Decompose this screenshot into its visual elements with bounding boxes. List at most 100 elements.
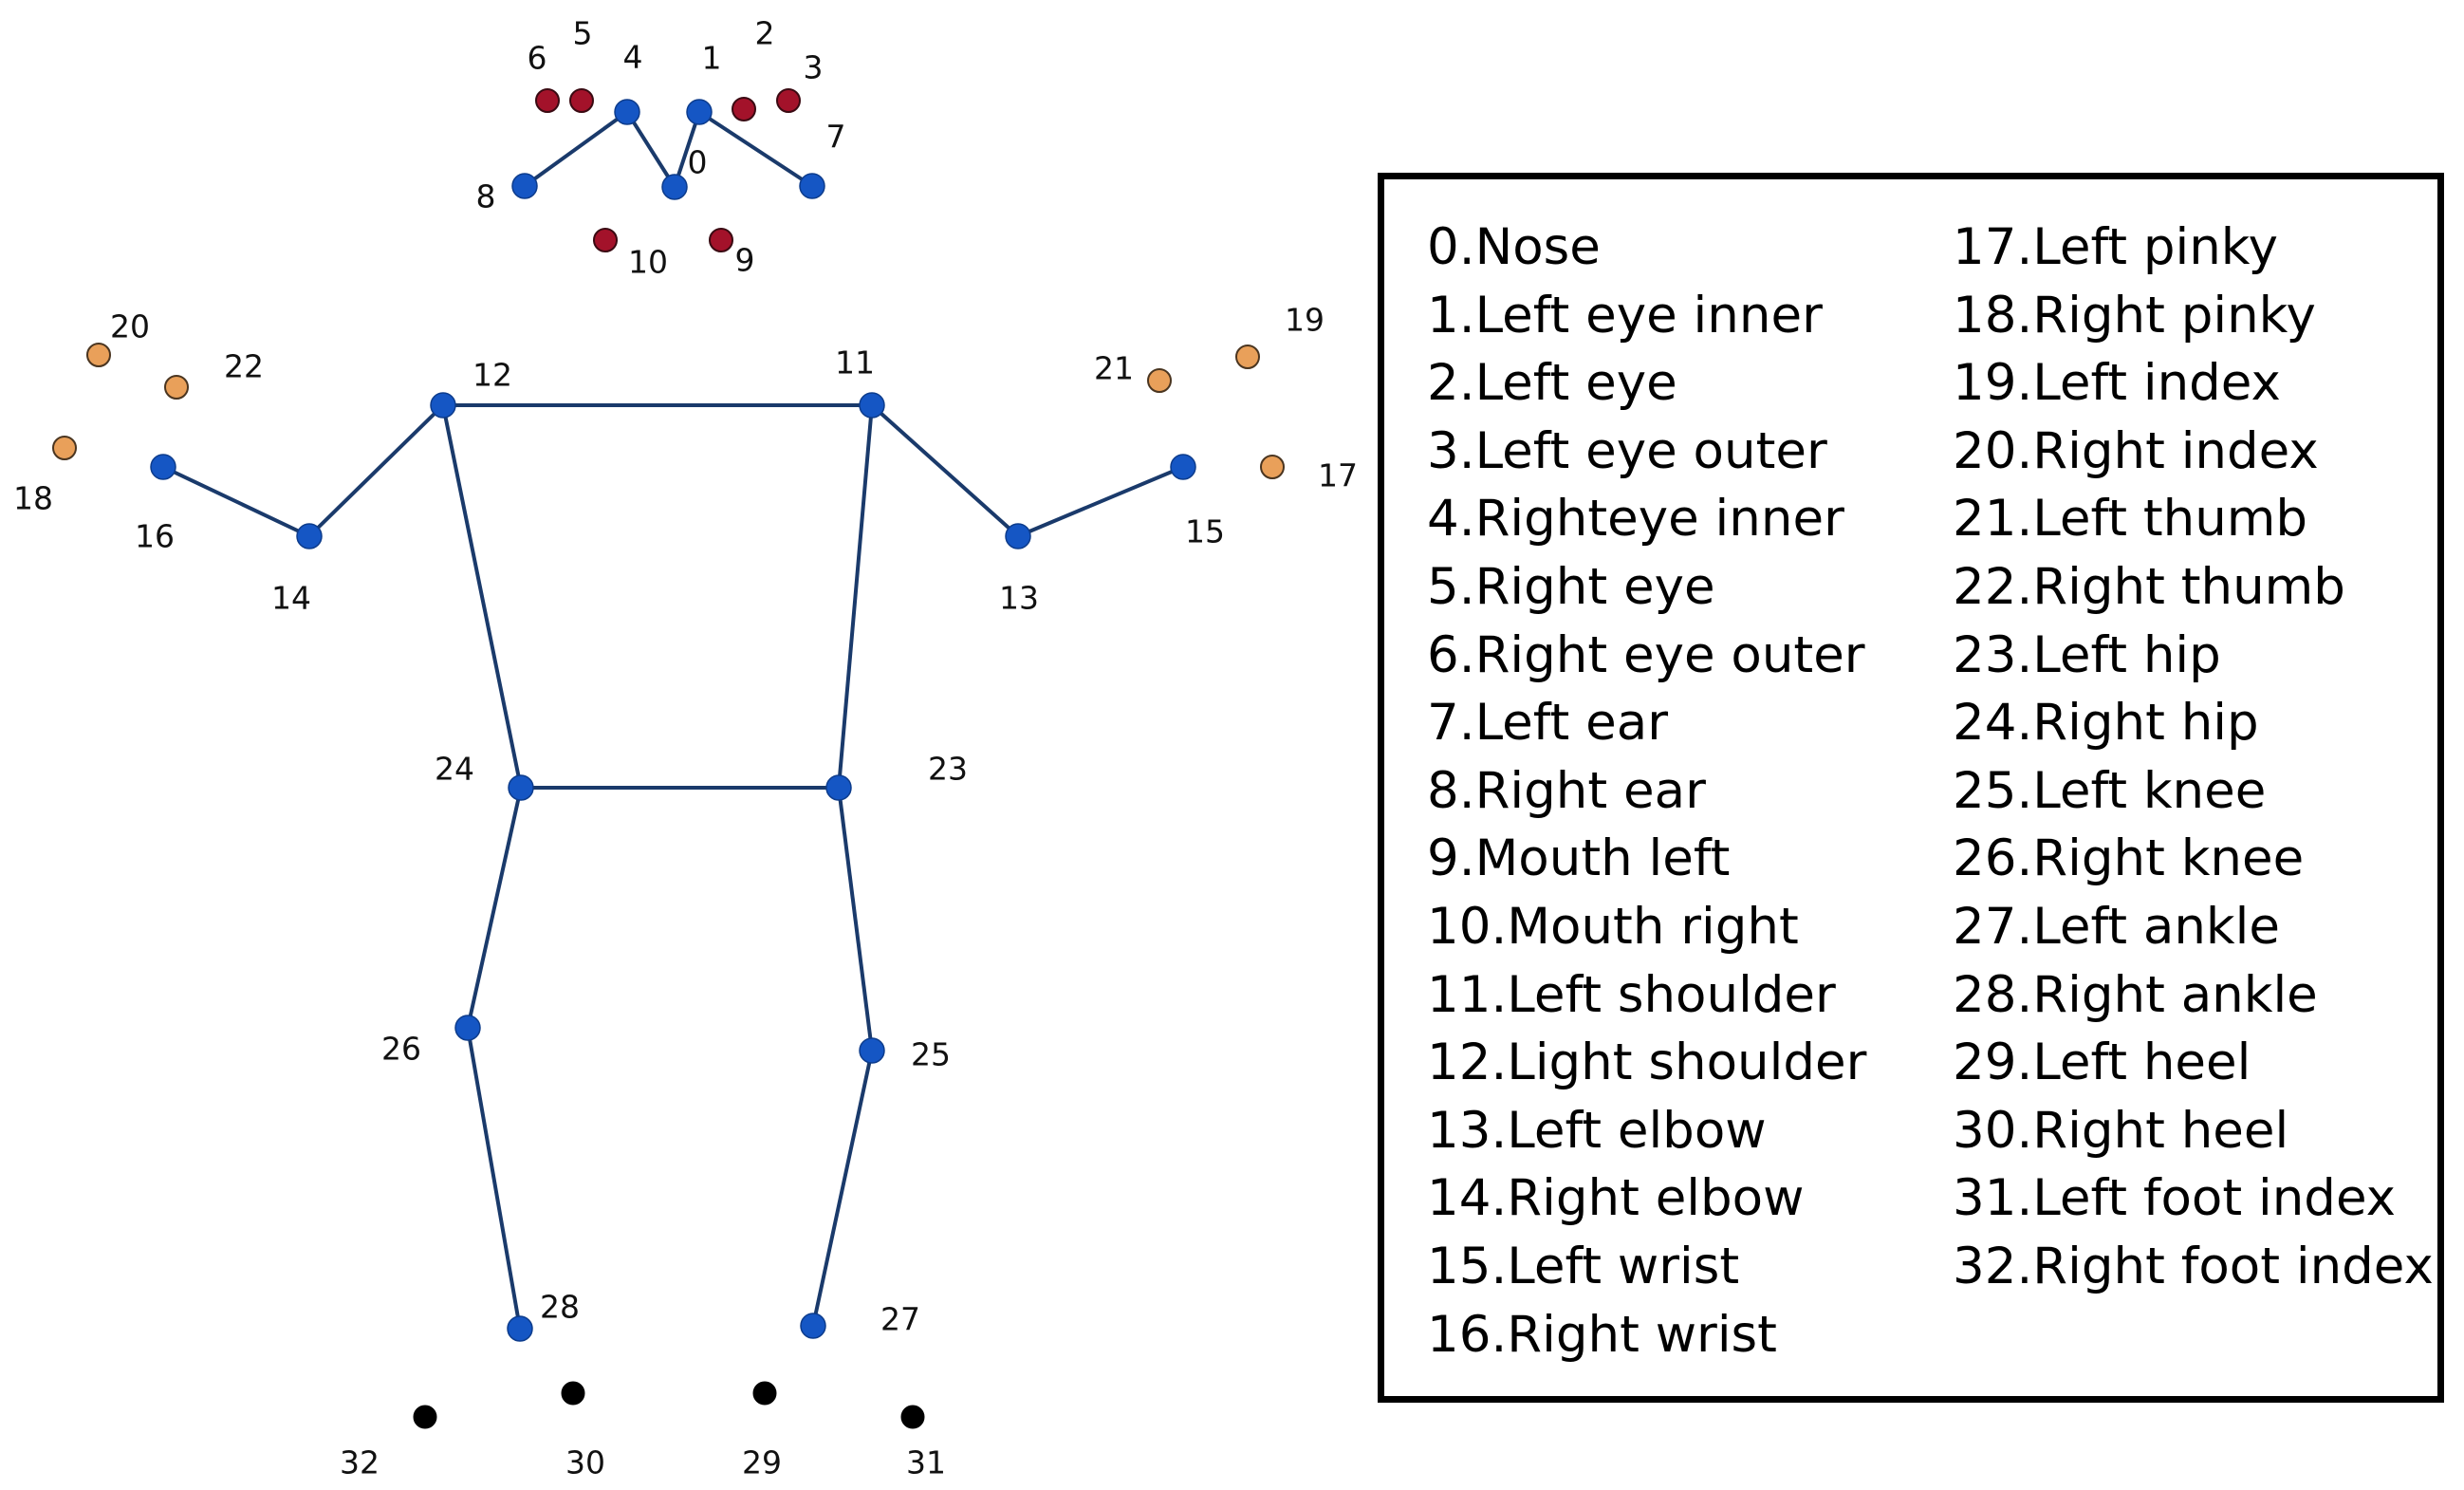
- keypoint-label-8: 8: [476, 178, 496, 215]
- keypoint-21: [1147, 368, 1172, 393]
- keypoint-label-14: 14: [271, 580, 311, 617]
- keypoint-9: [709, 228, 733, 252]
- keypoint-0: [661, 174, 688, 200]
- keypoint-22: [164, 375, 189, 400]
- legend-item: 9.Mouth left: [1427, 829, 1731, 888]
- legend-item: 24.Right hip: [1953, 694, 2259, 753]
- keypoint-16: [150, 454, 176, 480]
- keypoint-29: [752, 1381, 777, 1406]
- legend-item: 8.Right ear: [1427, 761, 1706, 820]
- keypoint-label-25: 25: [911, 1036, 951, 1073]
- keypoint-26: [454, 1015, 481, 1041]
- legend-item: 14.Right elbow: [1427, 1169, 1805, 1228]
- keypoint-11: [859, 392, 885, 419]
- keypoint-28: [507, 1315, 533, 1342]
- bone-11-23: [837, 404, 874, 789]
- keypoint-label-16: 16: [135, 518, 175, 555]
- keypoint-label-9: 9: [735, 242, 755, 279]
- keypoint-25: [859, 1037, 885, 1064]
- legend-item: 13.Left elbow: [1427, 1101, 1767, 1160]
- keypoint-7: [799, 173, 825, 199]
- keypoint-3: [776, 88, 801, 113]
- legend-item: 29.Left heel: [1953, 1034, 2251, 1092]
- bone-26-28: [466, 1027, 522, 1330]
- keypoint-1: [686, 99, 713, 125]
- legend-item: 26.Right knee: [1953, 829, 2305, 888]
- legend-item: 2.Left eye: [1427, 354, 1677, 413]
- keypoint-24: [508, 774, 534, 801]
- legend-item: 1.Left eye inner: [1427, 286, 1823, 345]
- keypoint-number-labels: 0123456789101112131415161718192021222324…: [13, 15, 1358, 1481]
- keypoint-15: [1170, 454, 1196, 480]
- keypoint-label-30: 30: [565, 1444, 605, 1481]
- keypoint-label-0: 0: [688, 144, 708, 181]
- bone-13-15: [1017, 465, 1184, 538]
- bone-8-4: [523, 110, 629, 188]
- keypoint-label-31: 31: [906, 1444, 946, 1481]
- bone-12-14: [307, 403, 445, 538]
- keypoint-label-27: 27: [880, 1301, 920, 1338]
- legend-item: 11.Left shoulder: [1427, 965, 1836, 1024]
- keypoint-label-22: 22: [224, 348, 264, 385]
- legend-item: 32.Right foot index: [1953, 1237, 2434, 1295]
- legend-item: 31.Left foot index: [1953, 1169, 2396, 1228]
- legend-item: 15.Left wrist: [1427, 1237, 1740, 1295]
- keypoint-label-15: 15: [1185, 513, 1225, 550]
- keypoint-label-28: 28: [540, 1289, 580, 1326]
- legend-item: 25.Left knee: [1953, 761, 2267, 820]
- keypoint-12: [430, 392, 456, 419]
- legend-item: 30.Right heel: [1953, 1101, 2289, 1160]
- keypoint-label-23: 23: [928, 751, 968, 788]
- keypoint-32: [413, 1405, 437, 1429]
- keypoint-label-3: 3: [804, 49, 824, 86]
- bone-0-1: [673, 111, 701, 188]
- legend-item: 12.Light shoulder: [1427, 1034, 1867, 1092]
- keypoint-label-18: 18: [13, 480, 53, 517]
- keypoint-label-4: 4: [623, 39, 643, 76]
- keypoint-18: [52, 436, 77, 460]
- keypoint-20: [86, 343, 111, 367]
- keypoint-label-26: 26: [381, 1031, 421, 1068]
- keypoint-markers: [52, 88, 1285, 1429]
- legend-item: 20.Right index: [1953, 421, 2319, 480]
- keypoint-label-1: 1: [702, 40, 722, 77]
- bone-11-13: [870, 403, 1020, 538]
- keypoint-label-24: 24: [435, 751, 474, 788]
- keypoint-31: [900, 1405, 925, 1429]
- bone-4-0: [625, 110, 676, 189]
- keypoint-5: [569, 88, 594, 113]
- keypoint-17: [1260, 455, 1285, 479]
- bone-23-25: [837, 787, 874, 1052]
- keypoint-27: [800, 1313, 826, 1339]
- keypoint-label-6: 6: [528, 40, 547, 77]
- legend-column-right: 17.Left pinky 18.Right pinky 19.Left ind…: [1953, 214, 2434, 1301]
- legend-item: 6.Right eye outer: [1427, 625, 1865, 684]
- legend-item: 22.Right thumb: [1953, 557, 2345, 616]
- keypoint-legend: 0.Nose 1.Left eye inner 2.Left eye 3.Lef…: [1378, 173, 2444, 1403]
- keypoint-label-21: 21: [1094, 350, 1134, 387]
- keypoint-label-10: 10: [628, 244, 668, 281]
- legend-item: 5.Right eye: [1427, 557, 1715, 616]
- keypoint-19: [1235, 345, 1260, 369]
- legend-item: 4.Righteye inner: [1427, 490, 1844, 549]
- keypoint-label-2: 2: [755, 15, 775, 52]
- keypoint-label-32: 32: [340, 1444, 380, 1481]
- bone-24-26: [466, 787, 523, 1029]
- keypoint-label-17: 17: [1318, 457, 1358, 494]
- legend-item: 10.Mouth right: [1427, 897, 1799, 956]
- bone-25-27: [811, 1050, 874, 1327]
- legend-item: 18.Right pinky: [1953, 286, 2316, 345]
- bone-14-16: [162, 465, 310, 538]
- keypoint-label-7: 7: [826, 119, 846, 156]
- legend-item: 27.Left ankle: [1953, 897, 2280, 956]
- keypoint-label-19: 19: [1285, 302, 1325, 339]
- legend-item: 19.Left index: [1953, 354, 2281, 413]
- keypoint-23: [825, 774, 852, 801]
- keypoint-label-20: 20: [110, 308, 150, 345]
- skeleton-bones: [162, 110, 1184, 1330]
- keypoint-label-13: 13: [999, 580, 1039, 617]
- legend-item: 3.Left eye outer: [1427, 421, 1827, 480]
- keypoint-13: [1005, 523, 1031, 549]
- keypoint-30: [561, 1381, 585, 1406]
